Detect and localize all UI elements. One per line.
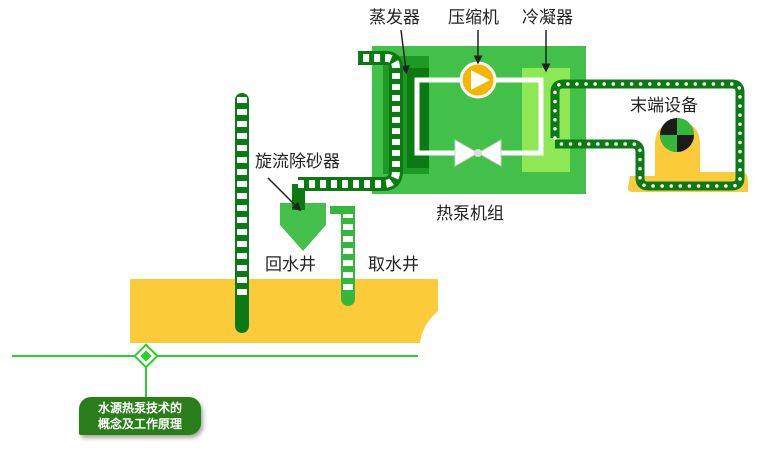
caption-line-2: 概念及工作原理 [97, 417, 182, 431]
source-water-pipe-stripes [298, 54, 400, 188]
caption-line-1: 水源热泵技术的 [97, 401, 182, 415]
evaporator-label: 蒸发器 [369, 8, 420, 28]
heat-pump-unit-label: 热泵机组 [436, 204, 504, 224]
evaporator-leader [400, 29, 410, 75]
condenser-label: 冷凝器 [522, 8, 573, 28]
terminal-base [628, 122, 748, 192]
intake-well-label: 取水井 [368, 255, 419, 275]
sand-separator-label: 旋流除砂器 [255, 152, 340, 172]
caption-box: 水源热泵技术的 概念及工作原理 [79, 397, 201, 435]
sand-separator-leader [267, 177, 302, 212]
expansion-valve-center [474, 149, 482, 157]
terminal-label: 末端设备 [630, 96, 698, 116]
baseline-diamond-core [140, 350, 152, 362]
intake-well-pipe [341, 206, 355, 306]
terminal-loop-dots [553, 82, 742, 188]
sand-separator [280, 203, 326, 251]
return-well-label: 回水井 [265, 255, 316, 275]
terminal-fan-blade [677, 118, 694, 135]
return-well-pipe [235, 93, 249, 333]
compressor-label: 压缩机 [448, 8, 499, 28]
intake-well-cap [330, 206, 355, 214]
ground [130, 279, 438, 343]
compressor-triangle-icon [471, 70, 490, 90]
terminal-fan-blade-2 [660, 135, 677, 152]
